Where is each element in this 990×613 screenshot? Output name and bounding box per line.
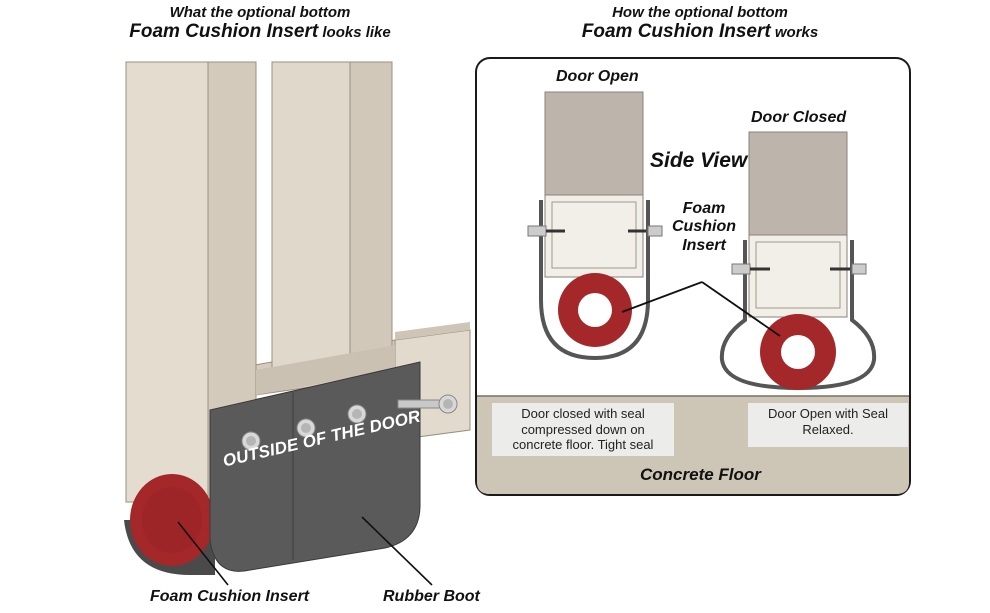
door-closed-label: Door Closed <box>751 109 847 126</box>
door-open-label: Door Open <box>556 68 639 85</box>
left-panel-header: What the optional bottom Foam Cushion In… <box>110 4 410 43</box>
rubber-boot-panel <box>209 361 421 572</box>
foam-word: Foam <box>682 200 726 217</box>
insert-word: Insert <box>682 236 726 254</box>
bolt-icon <box>241 431 261 451</box>
concrete-floor-label: Concrete Floor <box>640 465 761 484</box>
door-closed-assembly <box>719 131 877 391</box>
bolt-icon <box>347 404 367 424</box>
door-3d-illustration <box>124 61 471 586</box>
left-header-line2: Foam Cushion Insert looks like <box>110 21 410 43</box>
note-door-closed: Door closed with seal compressed down on… <box>492 403 674 456</box>
side-view-label: Side View <box>650 149 748 172</box>
bolt-icon <box>296 418 316 438</box>
threaded-bolt-icon <box>397 394 458 414</box>
left-header-line1: What the optional bottom <box>169 4 351 21</box>
right-header-line2: Foam Cushion Insert works <box>530 21 870 43</box>
foam-cushion-insert-label: Foam Cushion Insert <box>150 588 310 605</box>
foam-cushion-insert-side-label: Foam Cushion Insert <box>666 200 742 255</box>
right-header-line1: How the optional bottom <box>612 4 788 21</box>
note-door-open: Door Open with Seal Relaxed. <box>748 403 908 447</box>
right-header-suffix: works <box>770 24 819 42</box>
cushion-word: Cushion <box>672 218 736 236</box>
left-header-suffix: looks like <box>318 24 391 42</box>
right-header-bold: Foam Cushion Insert <box>581 21 771 43</box>
left-header-bold: Foam Cushion Insert <box>129 21 319 43</box>
right-panel-header: How the optional bottom Foam Cushion Ins… <box>530 4 870 43</box>
rubber-boot-label: Rubber Boot <box>383 588 480 605</box>
door-open-assembly <box>527 91 663 361</box>
